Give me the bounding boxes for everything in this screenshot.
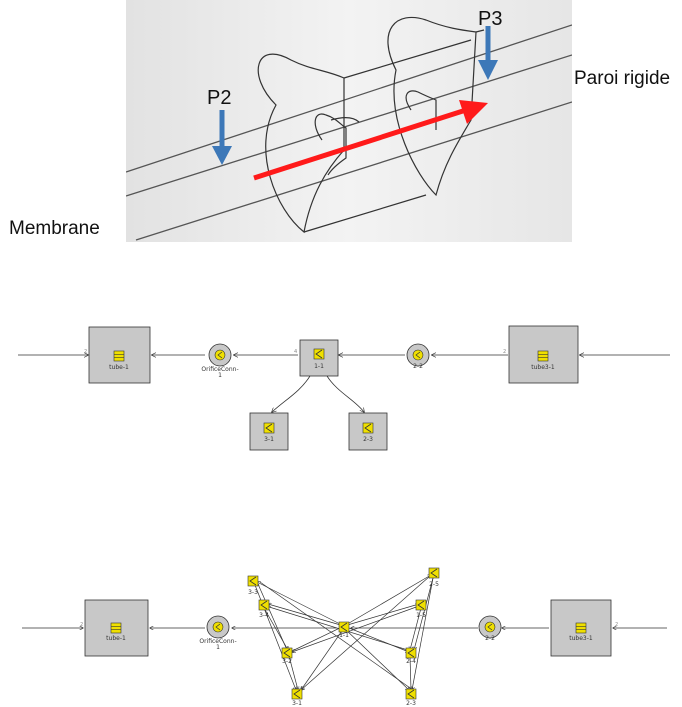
d2-right-circle-node[interactable]: 2-2 <box>478 615 502 642</box>
d2-center-node[interactable]: 1-1 <box>338 621 350 639</box>
d2-orifice-node[interactable]: OrificeConn- 1 <box>199 615 237 651</box>
d2-upper-left-b-label: 3-4 <box>259 612 269 619</box>
d2-mid-left-label: 3-2 <box>282 658 292 665</box>
center-port: 4 <box>294 349 297 355</box>
tube-1-port: 2 <box>84 349 87 355</box>
d2-center-label: 1-1 <box>339 632 349 639</box>
d2-right-circle-label: 2-2 <box>485 635 495 642</box>
d2-upper-right-a-label: 2-5 <box>429 581 439 588</box>
lower-left-node[interactable]: 3-1 <box>249 412 289 451</box>
center-valve-node[interactable]: 1-1 4 <box>294 339 339 377</box>
d2-tube3-1-node[interactable]: tube3-1 2 <box>550 599 618 657</box>
lower-right-label: 2-3 <box>363 436 373 443</box>
d2-tube-1-port: 2 <box>80 622 83 628</box>
left-valve <box>257 39 472 234</box>
tube3-1-label: tube3-1 <box>531 364 555 371</box>
heart-valve-figure <box>125 0 573 242</box>
tube3-1-port: 2 <box>503 349 506 355</box>
diagram-1: tube-1 2 OrificeConn- 1 1-1 4 2-2 tube3-… <box>18 325 670 451</box>
lower-left-label: 3-1 <box>264 436 274 443</box>
d2-bottom-left-node[interactable]: 3-1 <box>291 688 303 707</box>
tube-walls <box>125 24 573 241</box>
orifice-label-line1: OrificeConn- <box>201 366 238 373</box>
d2-upper-right-a-node[interactable]: 2-5 <box>428 567 440 588</box>
d2-tube3-1-port: 2 <box>615 622 618 628</box>
d2-orifice-label-line1: OrificeConn- <box>199 638 236 645</box>
d2-upper-left-b-node[interactable]: 3-4 <box>258 599 270 619</box>
d2-upper-left-a-node[interactable]: 3-3 <box>247 575 259 596</box>
orifice-label-line2: 1 <box>218 372 222 379</box>
pressure-arrow-p2 <box>212 110 232 165</box>
right-circle-node[interactable]: 2-2 <box>406 343 430 370</box>
d2-upper-right-b-node[interactable]: 1-5 <box>415 599 427 619</box>
d2-mid-left-node[interactable]: 3-2 <box>281 647 293 665</box>
d2-mid-right-node[interactable]: 2-4 <box>405 647 417 665</box>
d2-upper-right-b-label: 1-5 <box>416 612 426 619</box>
valve-drawing <box>125 0 573 242</box>
d2-bottom-right-node[interactable]: 2-3 <box>405 688 417 707</box>
diagram-2-edges <box>22 575 667 690</box>
d2-orifice-label-line2: 1 <box>216 644 220 651</box>
orifice-node[interactable]: OrificeConn- 1 <box>201 343 239 379</box>
diagram-1-edges <box>18 355 670 412</box>
label-rigid-wall: Paroi rigide <box>574 68 671 89</box>
d2-bottom-right-label: 2-3 <box>406 700 416 707</box>
right-valve <box>387 16 485 197</box>
flow-arrow <box>253 100 488 181</box>
diagram-2: tube-1 2 OrificeConn- 1 1-1 2-2 tube3-1 … <box>22 567 667 707</box>
label-membrane: Membrane <box>9 218 100 239</box>
label-p3: P3 <box>478 8 503 30</box>
pressure-arrow-p3 <box>478 26 498 80</box>
d2-upper-left-a-label: 3-3 <box>248 589 258 596</box>
tube-1-label: tube-1 <box>109 364 129 371</box>
d2-mid-right-label: 2-4 <box>406 658 416 665</box>
d2-bottom-left-label: 3-1 <box>292 700 302 707</box>
d2-tube3-1-label: tube3-1 <box>569 635 593 642</box>
label-p2: P2 <box>207 87 232 109</box>
center-label: 1-1 <box>314 363 324 370</box>
tube-1-node[interactable]: tube-1 2 <box>84 326 151 384</box>
lower-right-node[interactable]: 2-3 <box>348 412 388 451</box>
d2-tube-1-label: tube-1 <box>106 635 126 642</box>
d2-tube-1-node[interactable]: tube-1 2 <box>80 599 149 657</box>
tube3-1-node[interactable]: tube3-1 2 <box>503 325 579 384</box>
right-circle-label: 2-2 <box>413 363 423 370</box>
